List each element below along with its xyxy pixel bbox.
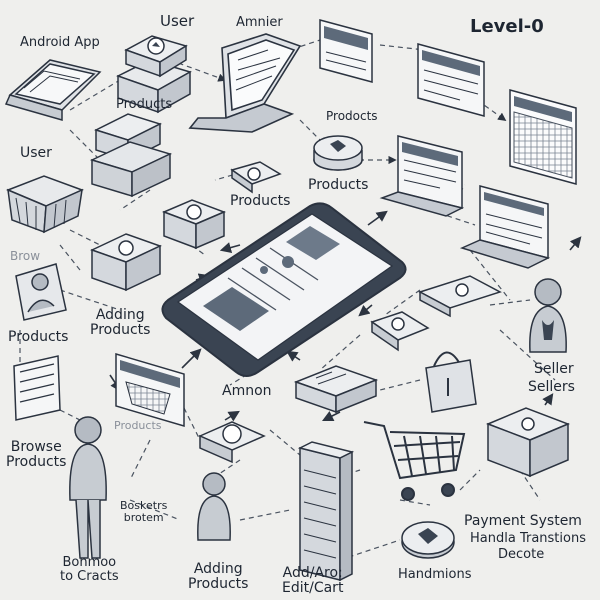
laptop-admin	[188, 33, 302, 133]
label-products-disc: Products	[308, 177, 369, 193]
list-panel-left	[13, 355, 61, 421]
label-user-top: User	[160, 12, 195, 30]
card-tile-right	[418, 275, 502, 318]
label-decote: Decote	[498, 547, 545, 562]
payment-box	[485, 407, 571, 478]
products-disc	[313, 135, 363, 171]
handling-disc	[401, 521, 455, 559]
user-box-stack	[116, 35, 192, 114]
shopping-cart-icon	[363, 421, 466, 501]
label-baskets: Bosketrs brotem	[120, 499, 168, 524]
lock-bag-icon	[425, 351, 477, 413]
label-seller: Seller	[534, 361, 574, 377]
label-products-left: Products	[8, 329, 69, 345]
folder-tray	[293, 365, 379, 414]
label-browse-faint: Brow	[10, 249, 41, 263]
label-payment-system: Payment System	[464, 513, 582, 529]
calendar-grid	[509, 89, 577, 185]
product-cube	[161, 199, 227, 250]
product-box-stack	[89, 113, 173, 198]
products-tray	[230, 161, 282, 194]
laptop-android-app	[4, 59, 102, 121]
laptop-right-2	[459, 185, 551, 269]
label-sellers: Sellers	[528, 379, 575, 395]
label-products-faint: Products	[114, 419, 162, 432]
label-handmions: Handmions	[398, 567, 472, 582]
level-title: Level-0	[470, 16, 544, 37]
label-adding-products-2: Adding Products	[188, 561, 249, 592]
label-user-left: User	[20, 145, 52, 161]
screen-panel-1	[319, 19, 373, 83]
product-box-open	[90, 233, 162, 292]
basket-icon	[6, 175, 84, 234]
cart-screen	[115, 352, 185, 428]
label-products-box: Products	[116, 97, 173, 112]
products-plate	[198, 421, 266, 464]
label-products-mid: Prodocts	[326, 109, 378, 123]
laptop-right-1	[379, 135, 465, 217]
screen-panel-2	[417, 43, 485, 117]
label-browse-products: Browse Products	[6, 439, 67, 470]
server-rack	[297, 441, 355, 582]
user-avatar-left	[15, 263, 67, 321]
browse-person	[69, 416, 107, 559]
person-adding	[197, 472, 231, 541]
label-android-app: Android App	[20, 35, 100, 50]
label-add-edit-cart: Add/Aro: Edit/Cart	[282, 565, 344, 596]
label-handle-transactions: Handla Transtions	[470, 531, 586, 546]
smartphone-central	[161, 202, 407, 377]
label-products-cube: Products	[230, 193, 291, 209]
label-bonmoo-carts: Bonmoo to Cracts	[60, 555, 119, 584]
label-admin-mid: Amnon	[222, 383, 272, 399]
label-admin-top: Amnier	[236, 15, 283, 30]
card-tile-center	[370, 311, 430, 352]
seller-figure	[529, 278, 567, 353]
label-adding-products: Adding Products	[90, 307, 151, 338]
